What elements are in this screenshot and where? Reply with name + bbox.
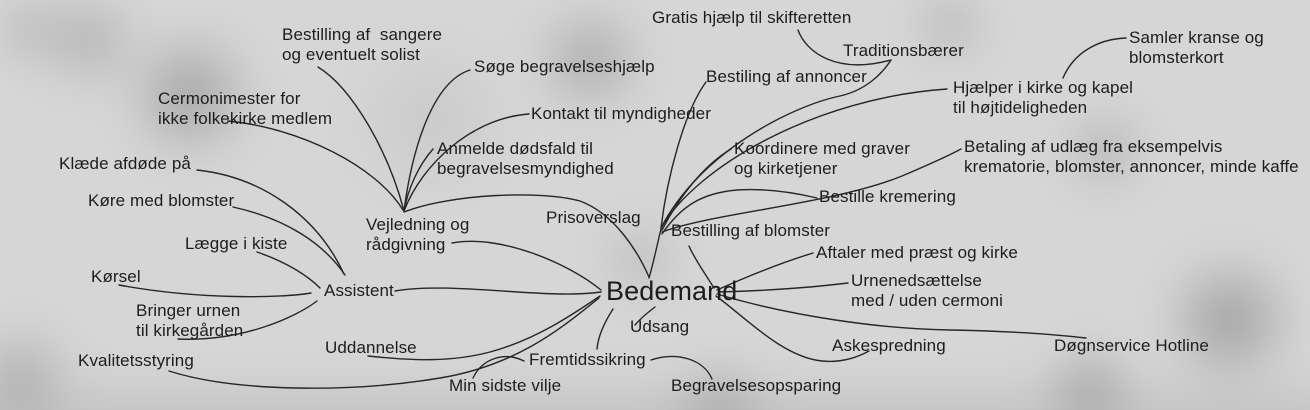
node-koere-med-blomster: Køre med blomster [88,191,235,210]
node-samler-kranse: Samler kranse og blomsterkort [1129,28,1264,67]
edge-bedemand-to-fremtidssikring [596,308,614,350]
node-bestille-kremering: Bestille kremering [819,187,956,206]
edge-fremtidssikring-to-min-sidste-vilje [472,356,525,379]
node-koersel: Kørsel [91,267,141,286]
edge-vejledning-to-prisoverslag-bedemand [403,194,650,278]
edge-bedemand-to-aftaler [716,252,814,291]
node-betaling-udlaeg: Betaling af udlæg fra eksempelvis kremat… [964,137,1299,176]
node-cermonimester: Cermonimester for ikke folkekirke medlem [158,89,333,128]
node-soege-begravelseshjaelp: Søge begravelseshjælp [474,57,655,76]
node-bestilling-sangere: Bestilling af sangere og eventuelt solis… [282,25,443,64]
node-kvalitetsstyring: Kvalitetsstyring [78,351,194,370]
edge-vejledning-to-bestilling-sangere [317,66,405,212]
node-klaede-afdoede: Klæde afdøde på [59,154,191,173]
node-kontakt-myndigheder: Kontakt til myndigheder [531,104,711,123]
node-udsang: Udsang [630,317,690,336]
edge-top-hub-to-bestiling-annoncer [660,81,707,229]
edge-top-hub-to-betaling [661,148,962,233]
node-koordinere-graver: Koordinere med graver og kirketjener [734,139,910,178]
edge-assistent-to-bedemand [394,287,602,295]
node-traditionsbaerer: Traditionsbærer [843,41,964,60]
edge-vejledning-to-anmelde [403,148,434,212]
edge-vejledning-to-soege [403,69,471,212]
node-bestilling-blomster: Bestilling af blomster [671,221,831,240]
edge-hjaelper-to-samler [1062,37,1127,79]
edge-bedemand-to-urnenedsaettelse [717,282,849,293]
node-assistent: Assistent [324,281,394,300]
node-urnenedsaettelse: Urnenedsættelse med / uden cermoni [851,271,1004,310]
edge-vejledning-to-cermonimester [227,120,404,211]
edge-vejledning-to-bedemand [451,240,602,291]
node-fremtidssikring: Fremtidssikring [529,350,646,369]
edge-top-hub-to-hjaelper [660,88,948,229]
edge-assistent-to-bringer [177,300,318,340]
node-askespredning: Askespredning [832,336,946,355]
edge-gratis-hjaelp-to-traditionsbaerer [797,29,892,66]
node-vejledning: Vejledning og rådgivning [366,215,470,254]
edge-fremtidssikring-to-begravelsesopsparing [650,355,713,380]
edge-bedemand-to-udsang [634,306,656,326]
edge-top-hub-to-bestille-kremering [661,188,818,235]
node-hjaelper-kirke: Hjælper i kirke og kapel til højtideligh… [953,78,1134,117]
node-prisoverslag: Prisoverslag [546,208,641,227]
node-laegge-i-kiste: Lægge i kiste [185,234,288,253]
node-aftaler-praest: Aftaler med præst og kirke [816,243,1018,262]
node-doegnservice-hotline: Døgnservice Hotline [1054,336,1209,355]
edge-assistent-to-klaede [196,169,345,275]
node-min-sidste-vilje: Min sidste vilje [449,376,562,395]
node-gratis-hjaelp: Gratis hjælp til skifteretten [652,8,852,27]
edge-top-hub-to-koordinere [661,148,732,231]
edge-assistent-to-koersel [118,284,312,298]
node-uddannelse: Uddannelse [325,338,417,357]
edge-bedemand-to-bestilling-blomster [688,245,715,289]
node-bestiling-annoncer: Bestiling af annoncer [706,67,867,86]
edge-bedemand-to-askespredning [715,295,870,363]
edge-assistent-to-laegge [256,251,321,289]
node-anmelde-doedsfald: Anmelde dødsfald til begravelsesmyndighe… [437,139,614,178]
edge-bedemand-to-top-hub [648,228,662,279]
node-bringer-urnen: Bringer urnen til kirkegården [136,301,244,340]
edge-vejledning-to-kontakt [403,113,530,212]
edge-bedemand-to-doegnservice [716,293,1087,339]
edge-uddannelse-to-bedemand [367,295,601,361]
node-begravelsesopsparing: Begravelsesopsparing [671,376,842,395]
edge-assistent-to-koere [232,206,346,276]
node-bedemand: Bedemand [606,276,738,306]
edge-kvalitetsstyring-to-bedemand [168,297,600,389]
